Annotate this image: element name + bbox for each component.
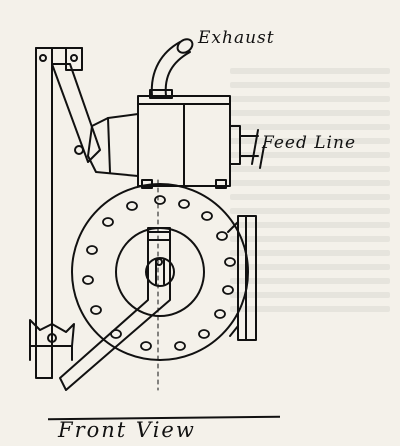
- frame-bar: [35, 47, 101, 379]
- view-title: Front View: [58, 418, 196, 442]
- cylinder-block: [87, 89, 231, 189]
- exhaust-pipe: [150, 38, 194, 97]
- paper-show-through: [230, 60, 390, 360]
- exhaust-label: Exhaust: [198, 28, 275, 48]
- bottom-pivot: [29, 319, 75, 361]
- feed-line-fitting: [229, 125, 265, 169]
- crank-arm: [59, 227, 171, 391]
- feed-line-label: Feed Line: [262, 133, 357, 153]
- flywheel: [71, 179, 249, 391]
- right-bracket: [227, 215, 257, 341]
